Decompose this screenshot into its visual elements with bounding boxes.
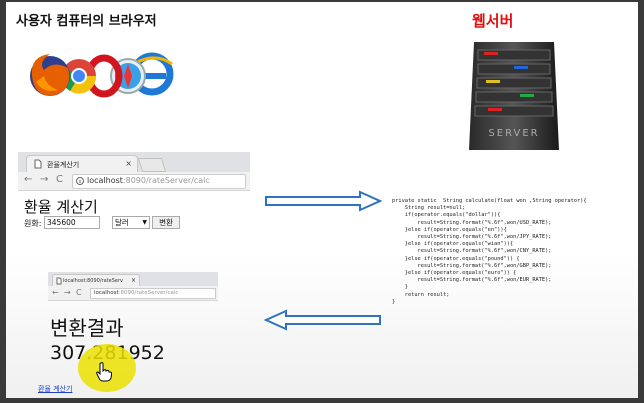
firefox-icon	[30, 54, 70, 96]
code-line: String result=null;	[392, 205, 466, 212]
close-icon[interactable]: ×	[125, 159, 132, 168]
server-slots	[474, 49, 554, 117]
page-title: 환율 계산기	[24, 198, 98, 216]
code-line: }else if(operator.equals("euro")) {	[392, 270, 517, 277]
nav-bar: ← → C localhost:8090/rateServer/calc	[18, 172, 250, 191]
hand-cursor-icon	[96, 362, 112, 382]
calculator-link[interactable]: 환율 계산기	[38, 385, 73, 393]
page-icon	[34, 159, 42, 169]
address-bar[interactable]: localhost:8090/rateServer/calc	[72, 174, 246, 189]
code-line: if(operator.equals("dollar")){	[392, 212, 501, 219]
code-line: }else if(operator.equals("pound")) {	[392, 255, 520, 262]
code-line: }else if(operator.equals("wian")){	[392, 241, 514, 248]
rate-form: 원화: 345600 달러 ▼ 변환	[24, 216, 180, 229]
browser-window-response: localhost:8090/rateServ × ← → C localhos…	[38, 272, 218, 397]
code-line: return result;	[392, 291, 450, 298]
new-tab-button[interactable]	[137, 158, 167, 172]
right-arrow-icon	[265, 190, 383, 212]
won-input[interactable]: 345600	[44, 216, 100, 229]
cursor-highlight	[78, 344, 136, 392]
code-line: private static String calculate(float wo…	[392, 198, 587, 204]
code-line: result=String.format("%.6f",won/EUR_RATE…	[392, 277, 552, 284]
back-icon[interactable]: ←	[24, 174, 33, 185]
currency-selected: 달러	[115, 218, 129, 227]
code-line: }	[392, 284, 408, 291]
slide: 사용자 컴퓨터의 브라우저 웹서버	[6, 2, 638, 398]
currency-select[interactable]: 달러 ▼	[112, 216, 150, 229]
slide-title: 사용자 컴퓨터의 브라우저	[16, 14, 157, 29]
left-arrow-icon	[263, 309, 381, 331]
tab-calc[interactable]: 환율계산기 ×	[26, 155, 138, 173]
info-icon	[76, 177, 84, 185]
code-line: result=String.format("%.6f",won/CNY_RATE…	[392, 248, 552, 255]
url-host: localhost	[94, 290, 119, 296]
tab-result[interactable]: localhost:8090/rateServ ×	[52, 274, 140, 287]
browser-window-request: 환율계산기 × ← → C localhost:8090/rateServer/…	[18, 152, 250, 240]
code-line: result=String.format("%.6f",won/GBP_RATE…	[392, 262, 552, 269]
tab-bar: localhost:8090/rateServ ×	[48, 272, 218, 287]
result-title: 변환결과	[50, 316, 124, 340]
server-label: SERVER	[488, 128, 539, 139]
tab-label: localhost:8090/rateServ	[63, 278, 123, 284]
close-icon[interactable]: ×	[130, 277, 136, 284]
nav-bar: ← → C localhost:8090/rateServer/calc	[48, 286, 218, 301]
server-title: 웹서버	[472, 12, 514, 30]
chevron-down-icon: ▼	[142, 219, 147, 226]
back-icon[interactable]: ←	[52, 288, 59, 297]
forward-icon[interactable]: →	[40, 174, 49, 185]
url-host: localhost	[87, 176, 123, 185]
page-icon	[56, 277, 62, 285]
reload-icon[interactable]: C	[56, 174, 63, 185]
browser-logos	[30, 52, 174, 98]
tab-bar: 환율계산기 ×	[18, 152, 250, 173]
url-path: :8090/rateServer/calc	[122, 176, 210, 185]
tab-label: 환율계산기	[47, 161, 80, 169]
code-line: }else if(operator.equals("en")){	[392, 226, 507, 233]
won-label: 원화:	[24, 219, 42, 228]
forward-icon[interactable]: →	[64, 288, 71, 297]
address-bar[interactable]: localhost:8090/rateServer/calc	[90, 288, 216, 299]
server-icon: SERVER	[469, 42, 559, 150]
server-code: private static String calculate(float wo…	[392, 198, 587, 306]
code-line: result=String.format("%.6f",won/JPY_RATE…	[392, 234, 552, 241]
url-path: :8090/rateServer/calc	[118, 290, 179, 296]
code-line: }	[392, 298, 396, 305]
code-line: result=String.format("%.6f",won/USD_RATE…	[392, 219, 552, 226]
convert-button[interactable]: 변환	[152, 216, 180, 229]
reload-icon[interactable]: C	[76, 288, 82, 297]
